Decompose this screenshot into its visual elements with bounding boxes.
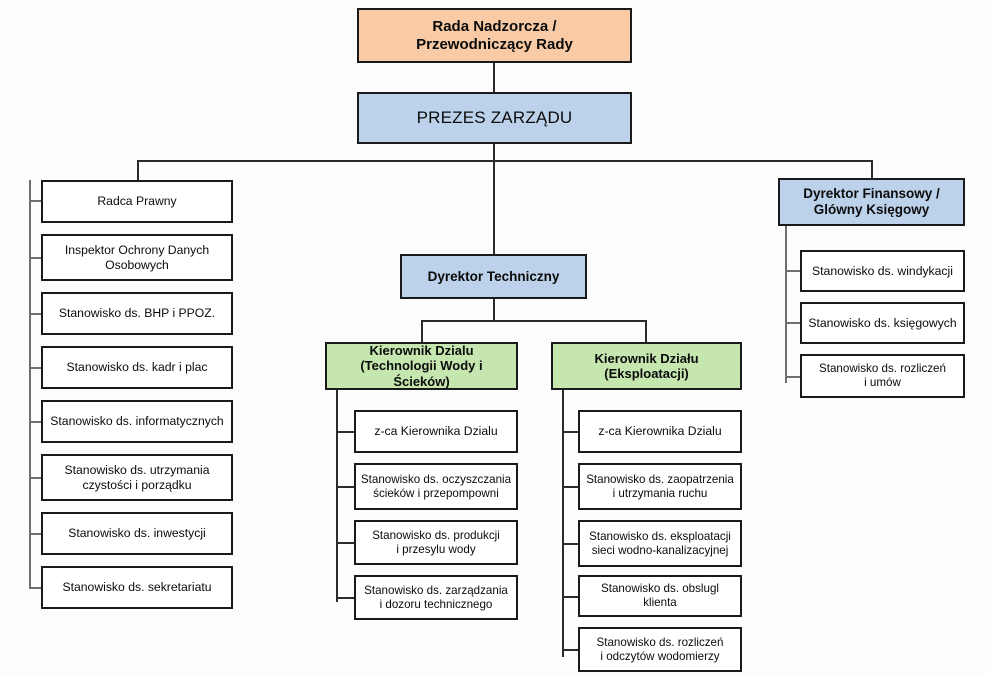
node-left-staff-6[interactable]: Stanowisko ds. utrzymania czystości i po… <box>41 454 233 501</box>
connector-bus-drop-left <box>137 160 139 180</box>
connector-tech-drop-right <box>645 320 647 342</box>
node-dept-a-position-1[interactable]: z-ca Kierownika Dzialu <box>354 410 518 453</box>
connector-board-to-president <box>493 63 495 92</box>
connector-left-stub-6 <box>29 477 41 479</box>
connector-left-stub-8 <box>29 587 41 589</box>
connector-dept-a-stub-3 <box>336 542 354 544</box>
node-dept-a-position-3[interactable]: Stanowisko ds. produkcji i przesylu wody <box>354 520 518 565</box>
connector-left-stub-2 <box>29 257 41 259</box>
connector-finance-spine <box>785 226 787 383</box>
connector-president-stem <box>493 144 495 161</box>
connector-finance-stub-2 <box>785 322 800 324</box>
node-left-staff-3[interactable]: Stanowisko ds. BHP i PPOZ. <box>41 292 233 335</box>
node-dept-a-position-4[interactable]: Stanowisko ds. zarządzania i dozoru tech… <box>354 575 518 620</box>
connector-dept-a-spine <box>336 390 338 602</box>
node-finance-director[interactable]: Dyrektor Finansowy / Glówny Księgowy <box>778 178 965 226</box>
node-left-staff-2[interactable]: Inspektor Ochrony Danych Osobowych <box>41 234 233 281</box>
connector-left-stub-1 <box>29 200 41 202</box>
connector-finance-stub-1 <box>785 270 800 272</box>
connector-main-bus <box>137 160 873 162</box>
connector-dept-a-stub-2 <box>336 486 354 488</box>
connector-dept-a-stub-1 <box>336 431 354 433</box>
node-president[interactable]: PREZES ZARZĄDU <box>357 92 632 144</box>
connector-bus-drop-center <box>493 160 495 254</box>
connector-dept-a-stub-4 <box>336 597 354 599</box>
node-finance-position-3[interactable]: Stanowisko ds. rozliczeń i umów <box>800 354 965 398</box>
connector-tech-drop-left <box>421 320 423 342</box>
connector-dept-b-stub-1 <box>562 431 578 433</box>
connector-finance-stub-3 <box>785 376 800 378</box>
node-left-staff-4[interactable]: Stanowisko ds. kadr i plac <box>41 346 233 389</box>
node-department-head-operations[interactable]: Kierownik Działu (Eksploatacji) <box>551 342 742 390</box>
connector-dept-b-spine <box>562 390 564 657</box>
node-supervisory-board[interactable]: Rada Nadzorcza / Przewodniczący Rady <box>357 8 632 63</box>
connector-dept-b-stub-3 <box>562 543 578 545</box>
connector-dept-b-stub-4 <box>562 596 578 598</box>
connector-bus-drop-right <box>871 160 873 178</box>
node-left-staff-7[interactable]: Stanowisko ds. inwestycji <box>41 512 233 555</box>
node-left-staff-5[interactable]: Stanowisko ds. informatycznych <box>41 400 233 443</box>
connector-tech-stem <box>493 299 495 321</box>
node-dept-b-position-5[interactable]: Stanowisko ds. rozliczeń i odczytów wodo… <box>578 627 742 672</box>
node-dept-b-position-1[interactable]: z-ca Kierownika Dzialu <box>578 410 742 453</box>
connector-left-stub-3 <box>29 313 41 315</box>
node-dept-b-position-4[interactable]: Stanowisko ds. obslugl klienta <box>578 575 742 617</box>
node-dept-b-position-3[interactable]: Stanowisko ds. eksploatacji sieci wodno-… <box>578 520 742 567</box>
node-technical-director[interactable]: Dyrektor Techniczny <box>400 254 587 299</box>
node-dept-a-position-2[interactable]: Stanowisko ds. oczyszczania ścieków i pr… <box>354 463 518 510</box>
connector-left-stub-7 <box>29 533 41 535</box>
node-left-staff-8[interactable]: Stanowisko ds. sekretariatu <box>41 566 233 609</box>
connector-left-stub-5 <box>29 421 41 423</box>
connector-left-stub-4 <box>29 367 41 369</box>
node-finance-position-1[interactable]: Stanowisko ds. windykacji <box>800 250 965 292</box>
connector-tech-bus <box>421 320 647 322</box>
connector-dept-b-stub-5 <box>562 649 578 651</box>
node-finance-position-2[interactable]: Stanowisko ds. księgowych <box>800 302 965 344</box>
node-left-staff-1[interactable]: Radca Prawny <box>41 180 233 223</box>
node-dept-b-position-2[interactable]: Stanowisko ds. zaopatrzenia i utrzymania… <box>578 463 742 510</box>
node-department-head-water-technology[interactable]: Kierownik Dzialu (Technologii Wody i Ści… <box>325 342 518 390</box>
connector-dept-b-stub-2 <box>562 486 578 488</box>
connector-left-spine <box>29 180 31 588</box>
